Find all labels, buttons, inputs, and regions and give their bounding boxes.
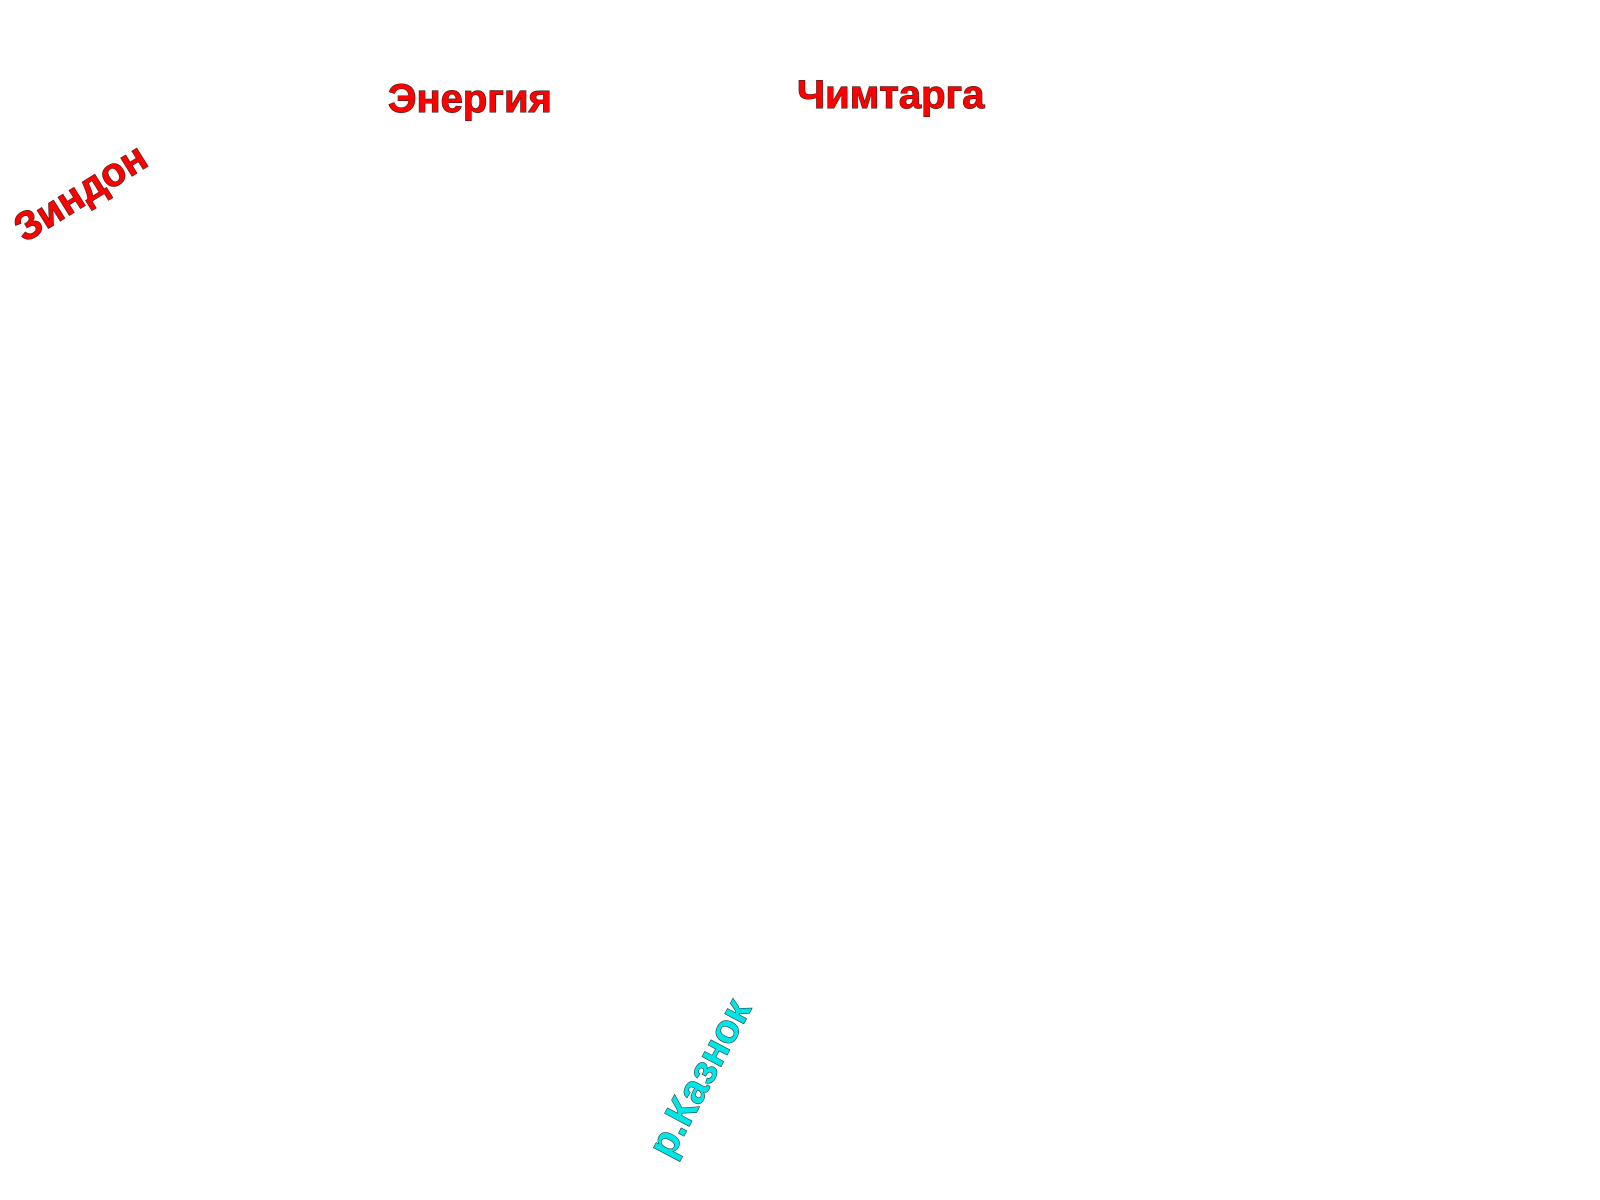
peak-label-energia: Энергия (388, 77, 553, 121)
river-label-kaznok: р.Казнок (640, 991, 760, 1165)
peak-label-zindon: Зиндон (6, 135, 156, 252)
peak-label-chimtarga: Чимтарга (796, 73, 985, 117)
